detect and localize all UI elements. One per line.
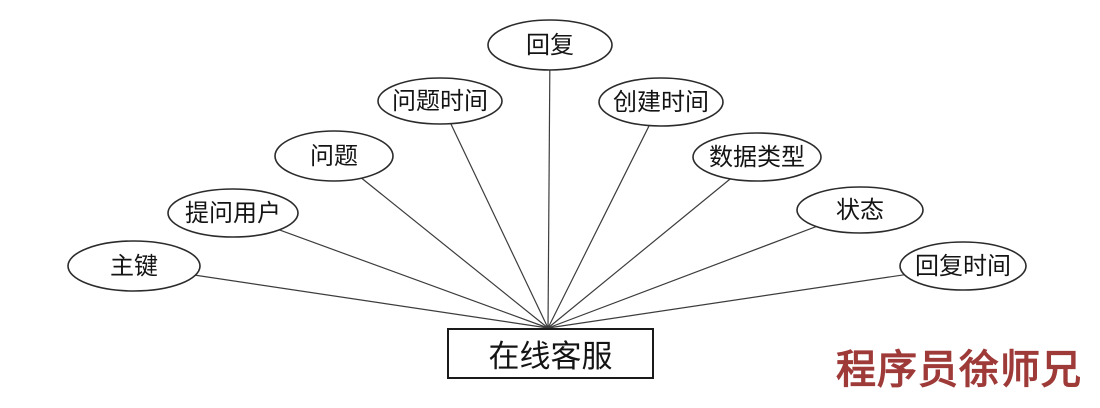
connector-line xyxy=(547,265,964,329)
entity-box: 在线客服 xyxy=(447,328,654,379)
connector-line xyxy=(547,209,861,329)
attribute-ellipse xyxy=(274,130,394,182)
attribute-ellipse xyxy=(377,77,503,125)
attribute-label: 回复时间 xyxy=(915,253,1011,280)
attribute-ellipse xyxy=(692,132,822,182)
connector-line xyxy=(439,100,549,329)
attribute-label: 问题时间 xyxy=(392,88,488,115)
attribute-ellipse xyxy=(899,241,1027,291)
attribute-label: 问题 xyxy=(310,143,358,170)
connector-line xyxy=(547,44,551,329)
connector-line xyxy=(333,155,549,329)
attribute-label: 状态 xyxy=(836,197,884,224)
attribute-label: 提问用户 xyxy=(185,200,281,227)
connector-line xyxy=(547,156,758,329)
attribute-ellipse xyxy=(796,186,924,234)
entity-label: 在线客服 xyxy=(488,339,613,374)
attribute-label: 数据类型 xyxy=(709,144,805,171)
attribute-label: 创建时间 xyxy=(613,89,709,116)
connector-line xyxy=(133,265,549,329)
attribute-ellipse xyxy=(67,240,201,292)
attribute-label: 回复 xyxy=(526,32,574,59)
watermark-text: 程序员徐师兄 xyxy=(836,347,1082,392)
attribute-label: 主键 xyxy=(110,253,158,280)
attribute-ellipse xyxy=(167,188,299,238)
connector-line xyxy=(547,101,662,329)
connector-line xyxy=(232,212,549,329)
attribute-ellipse xyxy=(598,77,724,127)
attribute-ellipse xyxy=(487,19,613,71)
